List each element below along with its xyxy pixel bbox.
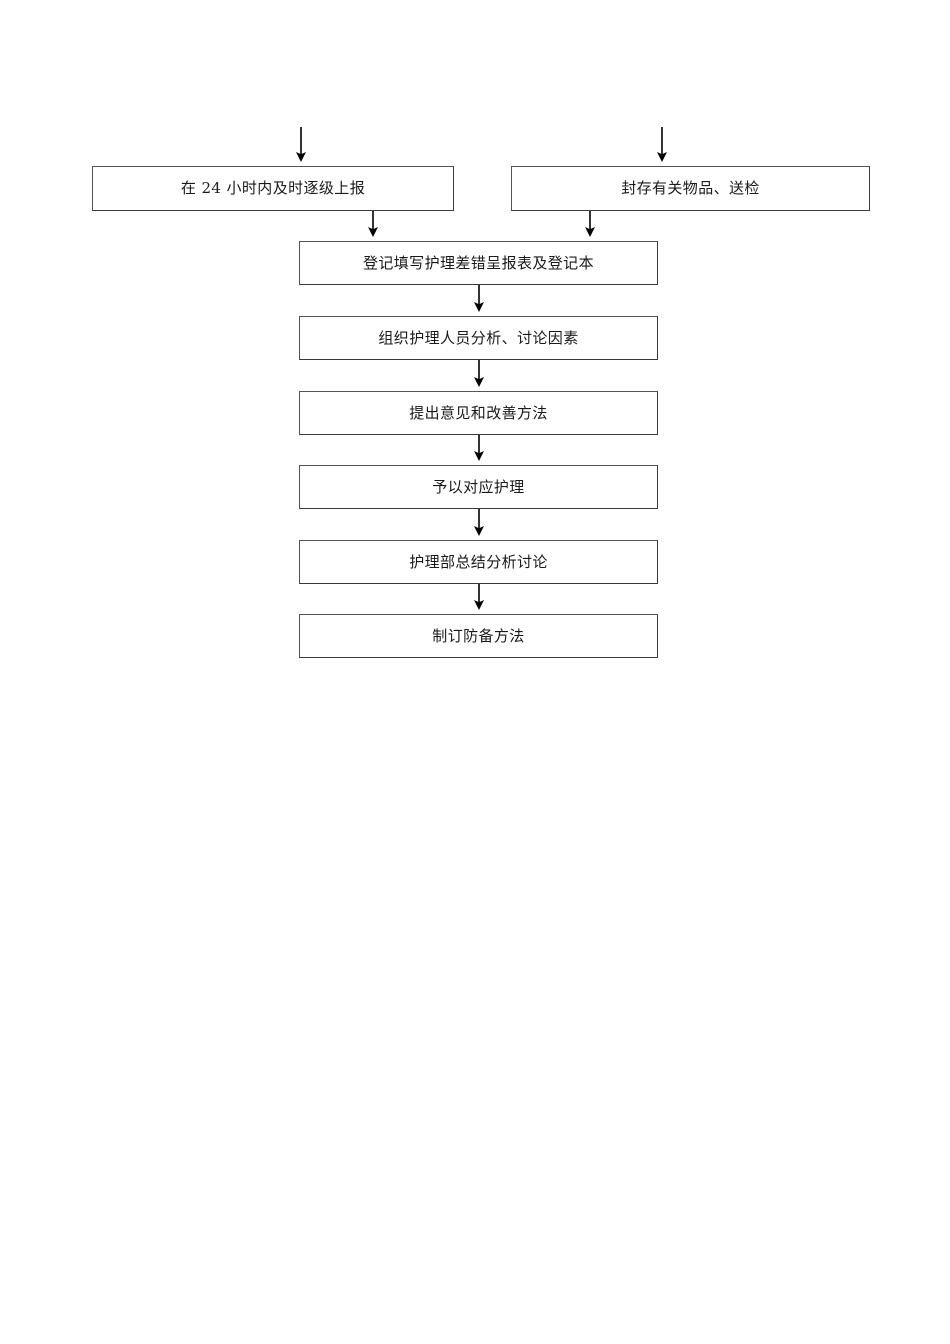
node-label: 在 24 小时内及时逐级上报 <box>180 179 366 197</box>
node-register-form[interactable]: 登记填写护理差错呈报表及登记本 <box>299 241 658 285</box>
node-label: 封存有关物品、送检 <box>621 179 760 197</box>
node-propose-improvement[interactable]: 提出意见和改善方法 <box>299 391 658 435</box>
node-label: 登记填写护理差错呈报表及登记本 <box>362 253 594 272</box>
node-label: 予以对应护理 <box>432 477 525 496</box>
node-corresponding-care[interactable]: 予以对应护理 <box>299 465 658 509</box>
node-nursing-dept-summary[interactable]: 护理部总结分析讨论 <box>299 540 658 584</box>
node-label: 制订防备方法 <box>432 626 525 645</box>
node-label: 组织护理人员分析、讨论因素 <box>378 328 579 347</box>
node-report-24h[interactable]: 在 24 小时内及时逐级上报 <box>92 166 454 211</box>
node-preventive-measures[interactable]: 制订防备方法 <box>299 614 658 658</box>
node-label: 护理部总结分析讨论 <box>409 552 548 571</box>
node-label: 提出意见和改善方法 <box>409 403 548 422</box>
node-organize-analysis[interactable]: 组织护理人员分析、讨论因素 <box>299 316 658 360</box>
node-seal-items[interactable]: 封存有关物品、送检 <box>511 166 870 211</box>
